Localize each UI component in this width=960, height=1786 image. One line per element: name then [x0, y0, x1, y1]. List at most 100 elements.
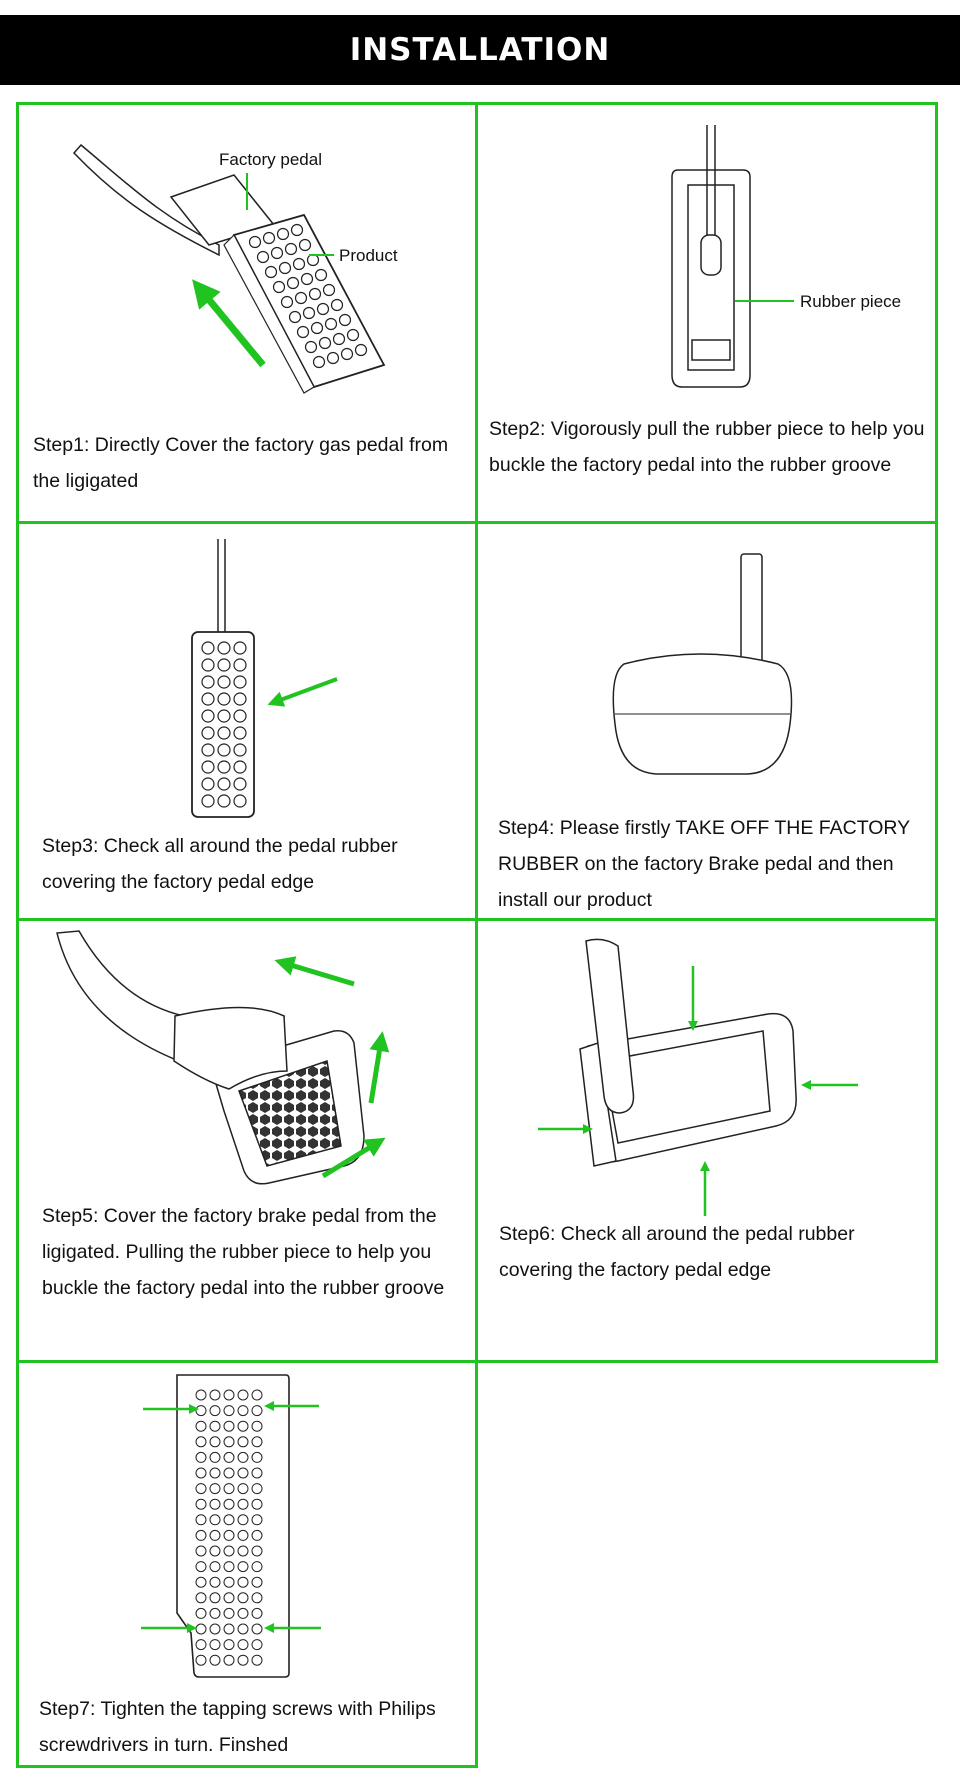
perforation-hole: [209, 1545, 221, 1557]
perforation-hole: [195, 1389, 207, 1401]
perforation-hole: [223, 1576, 235, 1588]
rubber-piece-label: Rubber piece: [800, 292, 901, 311]
perforation-hole: [195, 1545, 207, 1557]
perforation-hole: [209, 1405, 221, 1417]
step-7-text: Step7: Tighten the tapping screws with P…: [39, 1698, 436, 1756]
perforation-hole: [195, 1420, 207, 1432]
step-6-illustration: [538, 938, 858, 1216]
perforation-hole: [209, 1420, 221, 1432]
perforation-hole: [209, 1576, 221, 1588]
perforation-hole: [223, 1607, 235, 1619]
step-4-text: Step4: Please firstly TAKE OFF THE FACTO…: [498, 817, 910, 911]
perforation-hole: [237, 1498, 249, 1510]
perforation-hole: [251, 1623, 263, 1635]
perforation-hole: [223, 1420, 235, 1432]
perforation-hole: [251, 1483, 263, 1495]
perforation-hole: [223, 1451, 235, 1463]
perforation-hole: [237, 1607, 249, 1619]
perforation-hole: [251, 1592, 263, 1604]
step-6-panel: Step6: Check all around the pedal rubber…: [475, 918, 938, 1363]
factory-pedal-label: Factory pedal: [219, 150, 322, 169]
perforation-hole: [251, 1389, 263, 1401]
perforation-hole: [251, 1467, 263, 1479]
step-1-text: Step1: Directly Cover the factory gas pe…: [33, 434, 449, 492]
perforation-hole: [209, 1607, 221, 1619]
perforation-hole: [237, 1420, 249, 1432]
perforation-hole: [223, 1639, 235, 1651]
perforation-hole: [195, 1498, 207, 1510]
perforation-hole: [209, 1514, 221, 1526]
perforation-hole: [223, 1436, 235, 1448]
step-2-panel: Rubber piece Step2: Vigorously pull the …: [475, 102, 938, 524]
step-2-text: Step2: Vigorously pull the rubber piece …: [489, 418, 925, 476]
perforation-hole: [237, 1436, 249, 1448]
step-5-panel: Step5: Cover the factory brake pedal fro…: [16, 918, 478, 1363]
page-title: INSTALLATION: [349, 32, 611, 68]
perforation-hole: [251, 1451, 263, 1463]
step-3-panel: Step3: Check all around the pedal rubber…: [16, 521, 478, 921]
step-5-text: Step5: Cover the factory brake pedal fro…: [42, 1205, 445, 1299]
perforation-hole: [223, 1545, 235, 1557]
perforation-hole: [251, 1607, 263, 1619]
perforation-hole: [195, 1576, 207, 1588]
perforation-hole: [209, 1483, 221, 1495]
perforation-hole: [251, 1420, 263, 1432]
perforation-hole: [251, 1639, 263, 1651]
perforation-hole: [223, 1514, 235, 1526]
step-4-panel: Step4: Please firstly TAKE OFF THE FACTO…: [475, 521, 938, 921]
perforation-hole: [251, 1405, 263, 1417]
perforation-hole: [195, 1451, 207, 1463]
step-2-illustration: Rubber piece: [671, 125, 901, 388]
perforation-hole: [237, 1623, 249, 1635]
perforation-hole: [237, 1529, 249, 1541]
perforation-hole: [195, 1561, 207, 1573]
perforation-hole: [223, 1483, 235, 1495]
perforation-hole: [251, 1545, 263, 1557]
perforation-hole: [209, 1654, 221, 1666]
perforation-hole: [209, 1467, 221, 1479]
step-1-illustration: Factory pedal Product: [72, 143, 398, 394]
perforation-hole: [209, 1498, 221, 1510]
perforation-hole: [237, 1576, 249, 1588]
perforation-hole: [251, 1529, 263, 1541]
perforation-hole: [223, 1405, 235, 1417]
perforation-hole: [251, 1654, 263, 1666]
perforation-hole: [223, 1467, 235, 1479]
perforation-hole: [195, 1483, 207, 1495]
perforation-hole: [195, 1467, 207, 1479]
perforation-hole: [195, 1405, 207, 1417]
perforation-hole: [251, 1576, 263, 1588]
perforation-hole: [195, 1514, 207, 1526]
perforation-hole: [237, 1654, 249, 1666]
perforation-hole: [195, 1654, 207, 1666]
perforation-hole: [251, 1436, 263, 1448]
installation-header: INSTALLATION: [0, 15, 960, 85]
step-7-panel: Step7: Tighten the tapping screws with P…: [16, 1360, 478, 1768]
perforation-hole: [209, 1451, 221, 1463]
perforation-hole: [237, 1451, 249, 1463]
perforation-hole: [195, 1436, 207, 1448]
perforation-hole: [237, 1545, 249, 1557]
perforation-hole: [237, 1514, 249, 1526]
perforation-hole: [209, 1561, 221, 1573]
step-3-illustration: [191, 539, 338, 818]
perforation-hole: [237, 1467, 249, 1479]
step-4-illustration: [612, 553, 793, 775]
perforation-hole: [237, 1405, 249, 1417]
perforation-hole: [209, 1389, 221, 1401]
perforation-hole: [237, 1592, 249, 1604]
perforation-hole: [237, 1639, 249, 1651]
perforation-hole: [195, 1529, 207, 1541]
perforation-hole: [251, 1498, 263, 1510]
perforation-hole: [223, 1623, 235, 1635]
perforation-hole: [237, 1483, 249, 1495]
step-1-panel: Factory pedal Product Step1: Directly Co…: [16, 102, 478, 524]
perforation-hole: [209, 1592, 221, 1604]
perforation-hole: [223, 1389, 235, 1401]
perforation-hole: [209, 1623, 221, 1635]
step-6-text: Step6: Check all around the pedal rubber…: [499, 1223, 855, 1281]
perforation-hole: [251, 1514, 263, 1526]
perforation-hole: [209, 1639, 221, 1651]
perforation-hole: [237, 1561, 249, 1573]
perforation-hole: [251, 1561, 263, 1573]
